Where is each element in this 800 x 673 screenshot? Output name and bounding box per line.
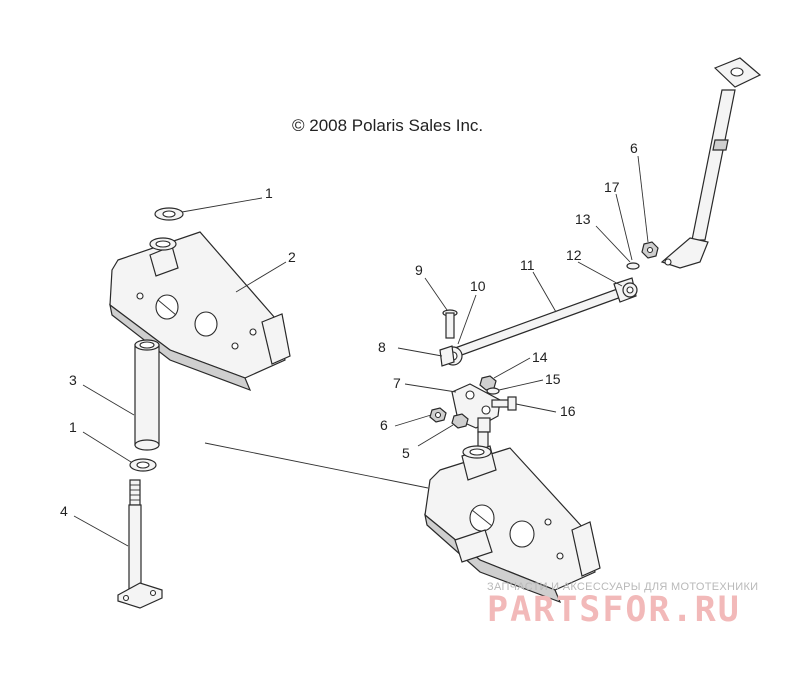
frame-bracket-part-2 — [109, 231, 291, 392]
assembly-reference-line — [204, 442, 429, 489]
tie-rod-part-11 — [439, 277, 638, 367]
callout-5: 5 — [402, 445, 410, 461]
callout-3: 3 — [69, 372, 77, 388]
nut-part-5 — [451, 413, 469, 429]
callout-14: 14 — [532, 349, 548, 365]
callout-1-lower: 1 — [69, 419, 77, 435]
callout-6-lower: 6 — [380, 417, 388, 433]
steering-shaft-part-4 — [117, 479, 163, 609]
callout-6-top: 6 — [630, 140, 638, 156]
callout-10: 10 — [470, 278, 486, 294]
nut-part-6-lower — [429, 407, 447, 423]
callout-2: 2 — [288, 249, 296, 265]
callout-9: 9 — [415, 262, 423, 278]
washer-part-17 — [626, 262, 640, 270]
callout-13: 13 — [575, 211, 591, 227]
washer-part-1-top — [154, 207, 184, 221]
callout-17: 17 — [604, 179, 620, 195]
callout-15: 15 — [545, 371, 561, 387]
watermark-brand: PARTSFOR.RU — [487, 590, 741, 630]
steering-tube-part-3 — [134, 339, 160, 451]
washer-part-15 — [486, 387, 500, 395]
callout-1-top: 1 — [265, 185, 273, 201]
leader-lines — [73, 155, 649, 547]
frame-bracket-lower — [424, 431, 601, 604]
bolt-part-16 — [491, 396, 517, 411]
washer-part-1-lower — [129, 458, 157, 472]
nut-part-6-top — [641, 241, 659, 259]
callout-4: 4 — [60, 503, 68, 519]
copyright-text: © 2008 Polaris Sales Inc. — [292, 116, 484, 135]
bolt-part-9 — [442, 309, 458, 339]
callout-12: 12 — [566, 247, 582, 263]
callout-16: 16 — [560, 403, 576, 419]
watermark-subtitle: ЗАПЧАСТИ И АКСЕССУАРЫ ДЛЯ МОТОТЕХНИКИ — [487, 581, 759, 593]
steering-column — [660, 57, 762, 269]
callout-8: 8 — [378, 339, 386, 355]
callout-7: 7 — [393, 375, 401, 391]
callout-11: 11 — [520, 257, 535, 273]
callouts: 1 2 3 1 4 9 10 11 12 13 17 6 8 14 7 15 6… — [60, 140, 638, 519]
